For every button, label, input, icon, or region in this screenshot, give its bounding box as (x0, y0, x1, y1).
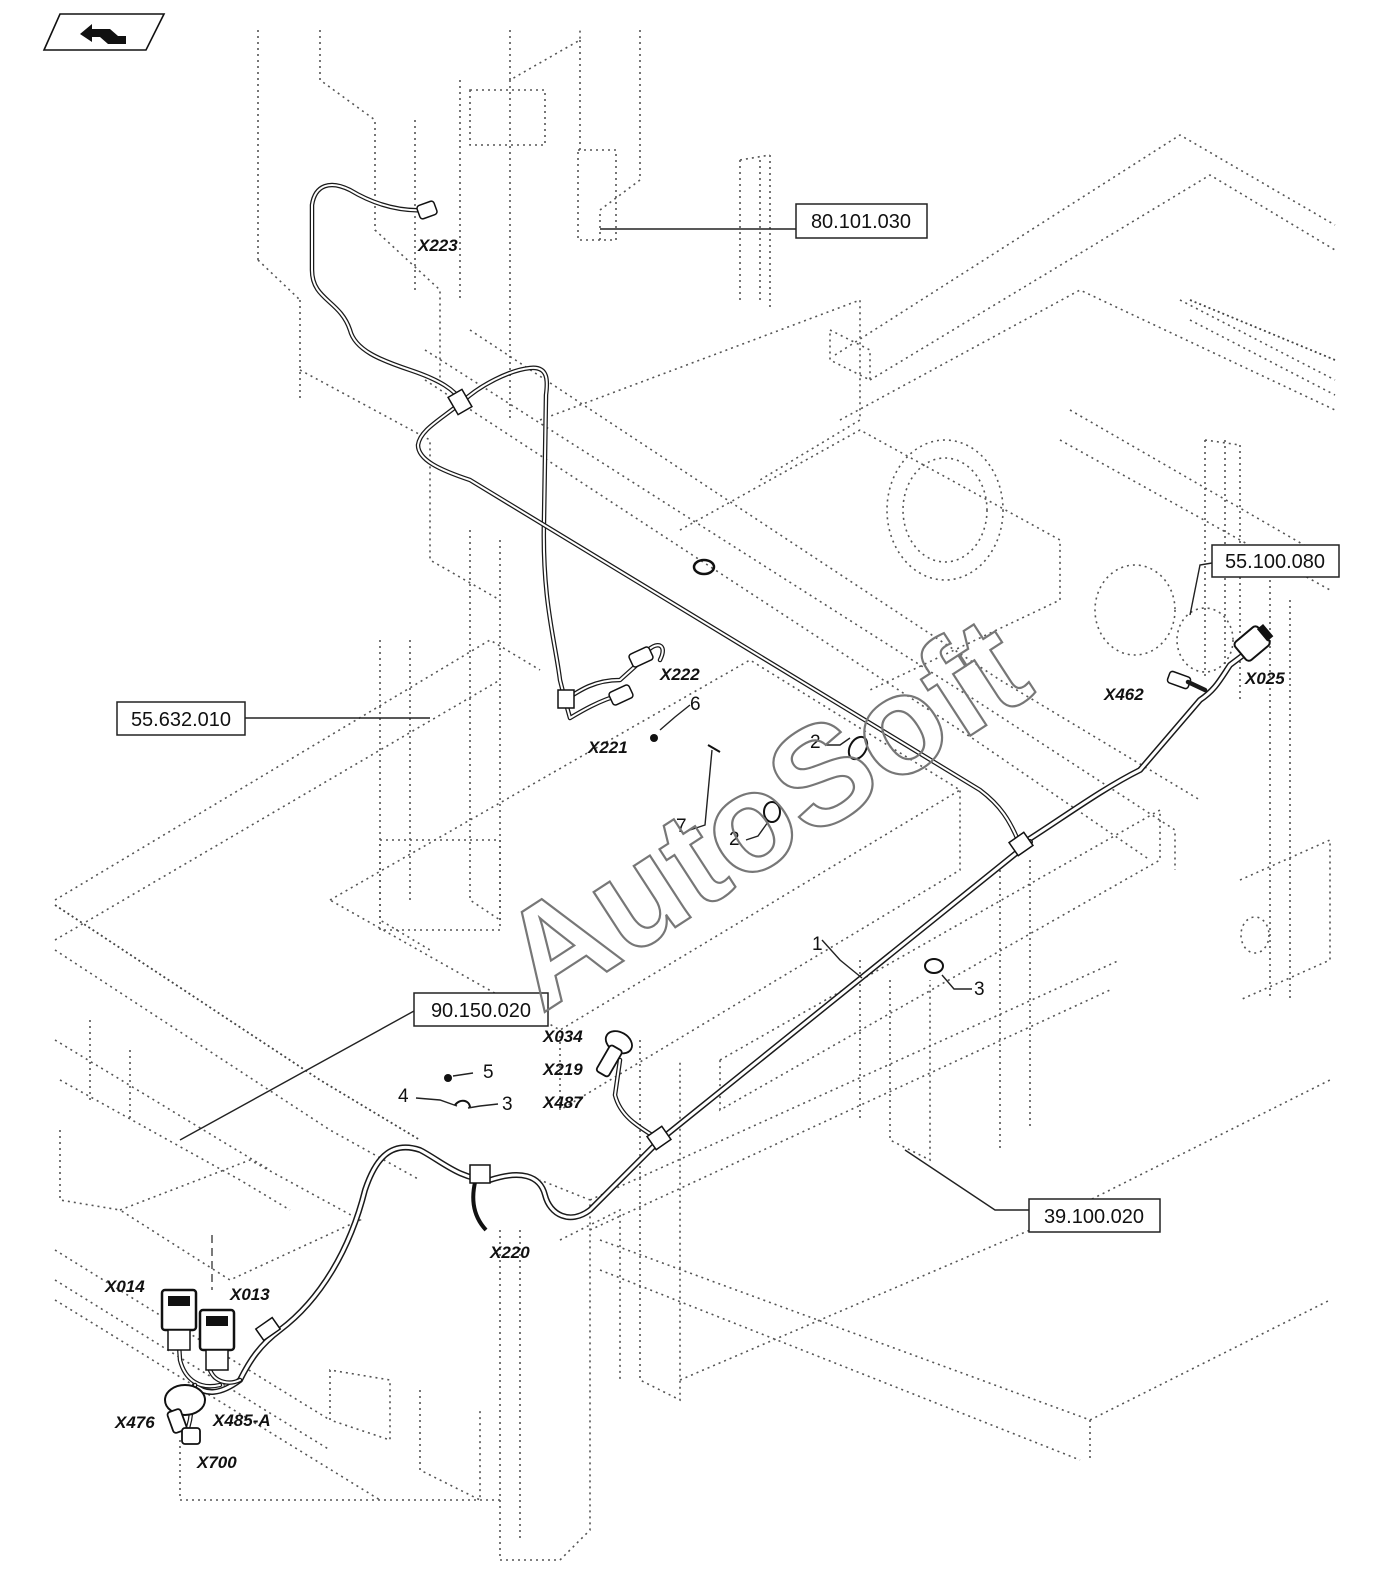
item-number: 4 (398, 1086, 409, 1107)
machine-frame (54, 30, 1336, 1561)
connector-label: X014 (104, 1277, 145, 1296)
connector-label: X219 (542, 1060, 583, 1079)
item-number: 6 (690, 694, 701, 715)
connector-label: X221 (587, 738, 628, 757)
connector-label: X013 (229, 1285, 270, 1304)
item-numbers: 6 2 7 2 1 3 5 4 3 (398, 694, 985, 1115)
ref-label: 90.150.020 (431, 1000, 531, 1022)
reference-box-55-100-080[interactable]: 55.100.080 (1211, 544, 1340, 578)
reference-box-90-150-020[interactable]: 90.150.020 (413, 992, 549, 1027)
ref-label: 80.101.030 (811, 211, 911, 233)
connector-label: X223 (417, 236, 458, 255)
connector-label: X220 (489, 1243, 530, 1262)
ref-label: 55.100.080 (1225, 551, 1325, 573)
connector-label: X476 (114, 1413, 155, 1432)
item-number: 1 (812, 934, 823, 955)
leader-lines (179, 228, 1213, 1290)
connector-label: X485-A (212, 1411, 271, 1430)
reference-box-55-632-010[interactable]: 55.632.010 (116, 701, 246, 736)
reference-box-39-100-020[interactable]: 39.100.020 (1028, 1198, 1161, 1233)
item-number: 3 (502, 1094, 513, 1115)
connector-label: X034 (542, 1027, 583, 1046)
ref-label: 55.632.010 (131, 709, 231, 731)
item-number: 2 (810, 732, 821, 753)
connector-label: X025 (1244, 669, 1285, 688)
wiring-harness (160, 182, 1274, 1445)
connector-labels: X223 X222 X221 X462 X025 X034 X219 X487 … (104, 236, 1285, 1472)
connector-label: X222 (659, 665, 700, 684)
back-arrow-icon[interactable] (42, 13, 166, 51)
item-number: 3 (974, 979, 985, 1000)
connector-label: X700 (196, 1453, 237, 1472)
watermark: AutoSoft (473, 586, 1054, 1040)
item-number: 7 (676, 816, 687, 837)
connector-label: X487 (542, 1093, 584, 1112)
connector-label: X462 (1103, 685, 1144, 704)
item-number: 5 (483, 1062, 494, 1083)
reference-box-80-101-030[interactable]: 80.101.030 (795, 203, 928, 239)
item-number: 2 (729, 829, 740, 850)
ref-label: 39.100.020 (1044, 1206, 1144, 1228)
